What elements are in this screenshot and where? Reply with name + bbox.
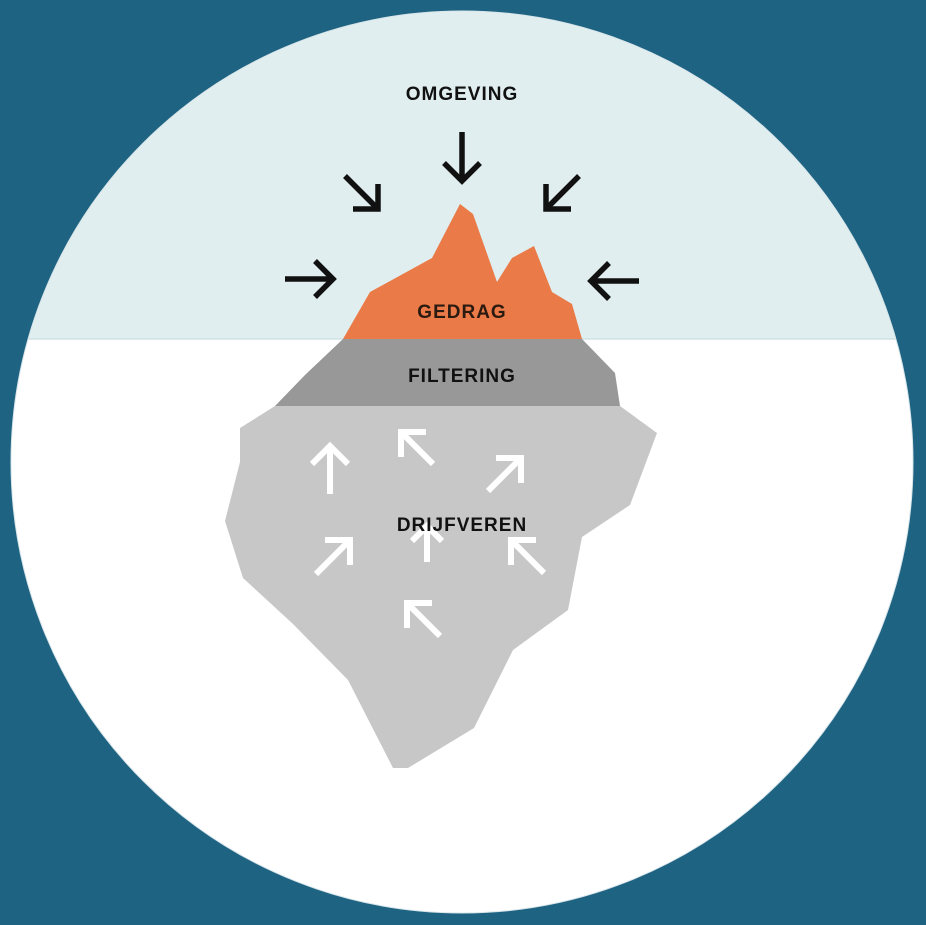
label-drivers: DRIJFVEREN xyxy=(397,515,527,536)
label-behavior: GEDRAG xyxy=(417,302,506,323)
label-environment: OMGEVING xyxy=(406,84,519,105)
label-filtering: FILTERING xyxy=(408,366,516,387)
